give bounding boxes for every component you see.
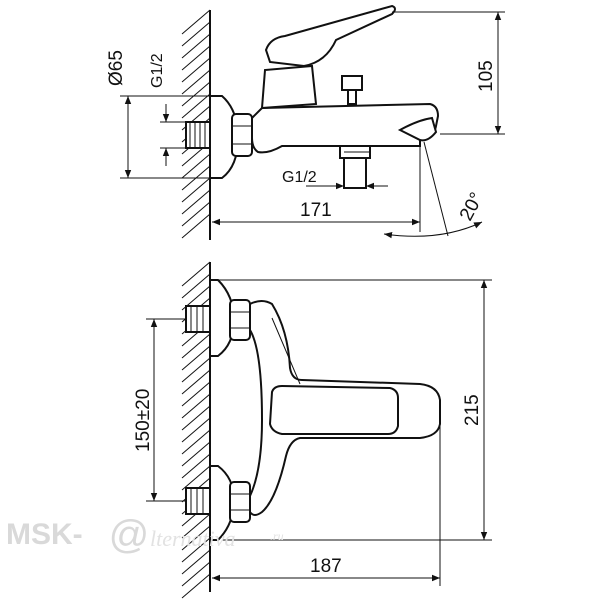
dim-total-depth: 187 [212, 426, 441, 586]
wall-hatch-line [181, 417, 211, 443]
wall-hatch-line [181, 9, 211, 35]
wall-hatch-line [181, 525, 211, 551]
coupling-nut-upper [229, 299, 251, 341]
height-label: 105 [476, 60, 497, 92]
wall-hatch-line [181, 45, 211, 71]
wall-hatch-line [181, 537, 211, 563]
wall-hatch-line [181, 357, 211, 383]
wall-hatch-line [181, 561, 211, 587]
cartridge-housing-side [260, 64, 318, 110]
dim-spacing: 150±20 [133, 318, 186, 502]
lever-handle-front [268, 384, 399, 435]
wall-hatch-line [181, 93, 211, 119]
wall-hatch-line [181, 549, 211, 575]
wall-hatch-line [181, 453, 211, 479]
diameter-label: Ø65 [106, 50, 127, 86]
wall-hatch-line [181, 153, 211, 179]
wall-hatch-line [181, 213, 211, 239]
wall-hatch-line [181, 441, 211, 467]
wall-hatch-line [181, 369, 211, 395]
diverter-knob-side [341, 75, 363, 91]
total-depth-label: 187 [310, 556, 342, 577]
thread-top-label: G1/2 [149, 53, 166, 88]
dim-total-height: 215 [212, 279, 492, 541]
dim-thread-top: G1/2 [149, 53, 186, 166]
wall-hatch-line [181, 405, 211, 431]
spout-tip-side [397, 116, 438, 142]
watermark-tld: .ru [270, 529, 284, 543]
coupling-nut-lower [229, 481, 251, 523]
watermark-brand: MSK- [6, 518, 83, 551]
wall-hatch-line [181, 333, 211, 359]
dim-height: 105 [392, 11, 505, 135]
inlet-nipple-lower [185, 487, 211, 515]
dim-diameter: Ø65 [106, 50, 222, 179]
wall-hatch-line [181, 381, 211, 407]
front-view: 150±20 215 187 [133, 261, 492, 599]
wall-hatch-line [181, 345, 211, 371]
dim-thread-spout: G1/2 [282, 169, 388, 190]
wall-hatch-line [181, 201, 211, 227]
wall-hatch-line [181, 261, 211, 287]
spacing-label: 150±20 [133, 389, 154, 452]
total-height-label: 215 [462, 394, 483, 426]
depth-label: 171 [300, 200, 332, 221]
lever-handle-side [264, 4, 396, 68]
inlet-nipple-upper [185, 305, 211, 333]
watermark-site: lternativa [150, 526, 236, 551]
wall-hatch-line [181, 81, 211, 107]
side-view: Ø65 G1/2 105 G1/2 171 [106, 4, 505, 240]
watermark-at: @ [108, 513, 149, 557]
wall-hatch-line [181, 573, 211, 599]
wall-hatch-line [181, 465, 211, 491]
wall-hatch-line [181, 513, 211, 539]
wall-hatch-line [181, 21, 211, 47]
wall-hatch-line [181, 429, 211, 455]
thread-spout-label: G1/2 [282, 169, 317, 186]
wall-hatch-line [181, 69, 211, 95]
wall-hatch-line [181, 57, 211, 83]
wall-hatch-line [181, 273, 211, 299]
wall-hatch-line [181, 189, 211, 215]
wall-hatch-line [181, 177, 211, 203]
coupling-nut-top [231, 113, 253, 157]
watermark: MSK- @ lternativa .ru [6, 513, 284, 557]
wall-hatch-line [181, 393, 211, 419]
wall-hatch-line [181, 33, 211, 59]
angle-label: 20° [456, 189, 488, 224]
